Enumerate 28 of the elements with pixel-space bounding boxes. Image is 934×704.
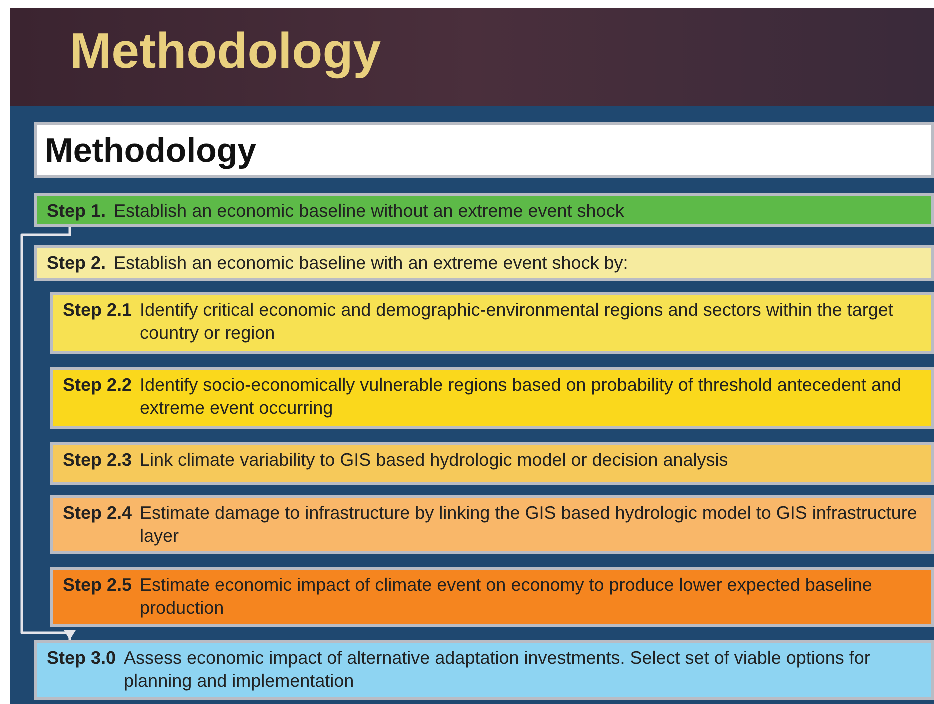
step-band <box>34 193 934 227</box>
step-band <box>50 442 934 485</box>
step-band <box>50 495 934 554</box>
step-band <box>50 292 934 354</box>
step-number: Step 2. <box>47 252 106 275</box>
step-description: Estimate economic impact of climate event on economy to produce lower expected baseline production <box>140 574 874 620</box>
step-number: Step 1. <box>47 200 106 223</box>
step-description: Identify socio-economically vulnerable regions based on probability of threshold antecedent and extreme event occurring <box>140 374 903 420</box>
arrow <box>20 227 76 640</box>
step-description: Estimate damage to infrastructure by linking the GIS based hydrologic model to GIS infrastructure layer <box>140 502 918 548</box>
step-band <box>34 245 934 281</box>
step-band <box>34 640 934 700</box>
step-number: Step 2.1 <box>63 299 132 322</box>
step-description: Link climate variability to GIS based hydrologic model or decision analysis <box>140 449 728 472</box>
step-description: Assess economic impact of alternative adaptation investments. Select set of viable options for planning and implementation <box>124 647 872 693</box>
step-number: Step 2.2 <box>63 374 132 397</box>
slide-title: Methodology <box>70 22 382 80</box>
header-box <box>34 122 934 178</box>
step-description: Identify critical economic and demographic-environmental regions and sectors within the target country or region <box>140 299 894 345</box>
step-description: Establish an economic baseline with an extreme event shock by: <box>114 252 628 275</box>
step-description: Establish an economic baseline without an extreme event shock <box>114 200 624 223</box>
step-number: Step 2.4 <box>63 502 132 525</box>
step-number: Step 2.5 <box>63 574 132 597</box>
step-number: Step 3.0 <box>47 647 116 670</box>
heading-text: Methodology <box>45 131 257 171</box>
step-band <box>50 367 934 429</box>
step-band <box>50 567 934 627</box>
step-number: Step 2.3 <box>63 449 132 472</box>
